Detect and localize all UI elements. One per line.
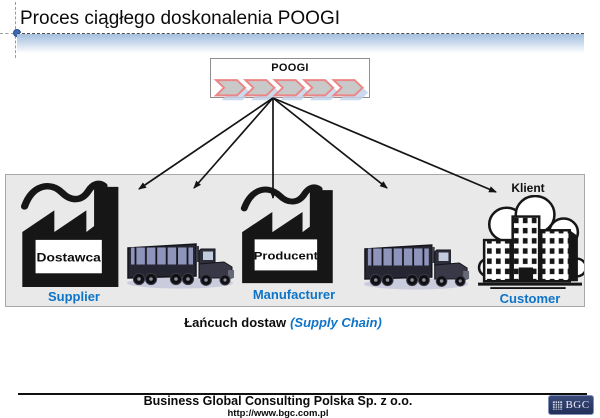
truck-icon [126,243,235,289]
city-buildings-icon [476,195,584,290]
poogi-box: POOGI [210,58,370,101]
customer-pl-label: Klient [511,181,545,195]
caption: Łańcuch dostaw(Supply Chain) [0,315,566,330]
manufacturer-pl-label: Producent [254,249,318,262]
bgc-logo: BGC [548,395,594,415]
footer-company: Business Global Consulting Polska Sp. z … [143,394,413,408]
factory-icon: Producent [239,181,339,285]
bgc-logo-text: BGC [565,399,590,411]
footer-url: http://www.bgc.com.pl [227,408,329,418]
footer: Business Global Consulting Polska Sp. z … [68,394,488,418]
truck-icon [363,244,470,290]
guide-line-horizontal [0,33,14,34]
supplier-pl-label: Dostawca [37,250,102,264]
caption-pl: Łańcuch dostaw [184,315,287,330]
slide-title: Proces ciągłego doskonalenia POOGI [20,8,341,29]
supply-chain-panel: Dostawca Supplier Producent Manufacturer… [5,174,585,307]
bgc-building-icon [553,400,563,410]
title-underline-bar [17,33,584,53]
poogi-chevrons-icon [215,79,369,101]
caption-en: (Supply Chain) [290,315,382,330]
manufacturer-en-label: Manufacturer [252,287,336,302]
factory-icon: Dostawca [19,177,125,289]
footer-divider [18,393,587,395]
supplier-en-label: Supplier [47,289,100,304]
poogi-label: POOGI [271,62,309,74]
customer-en-label: Customer [499,291,561,306]
